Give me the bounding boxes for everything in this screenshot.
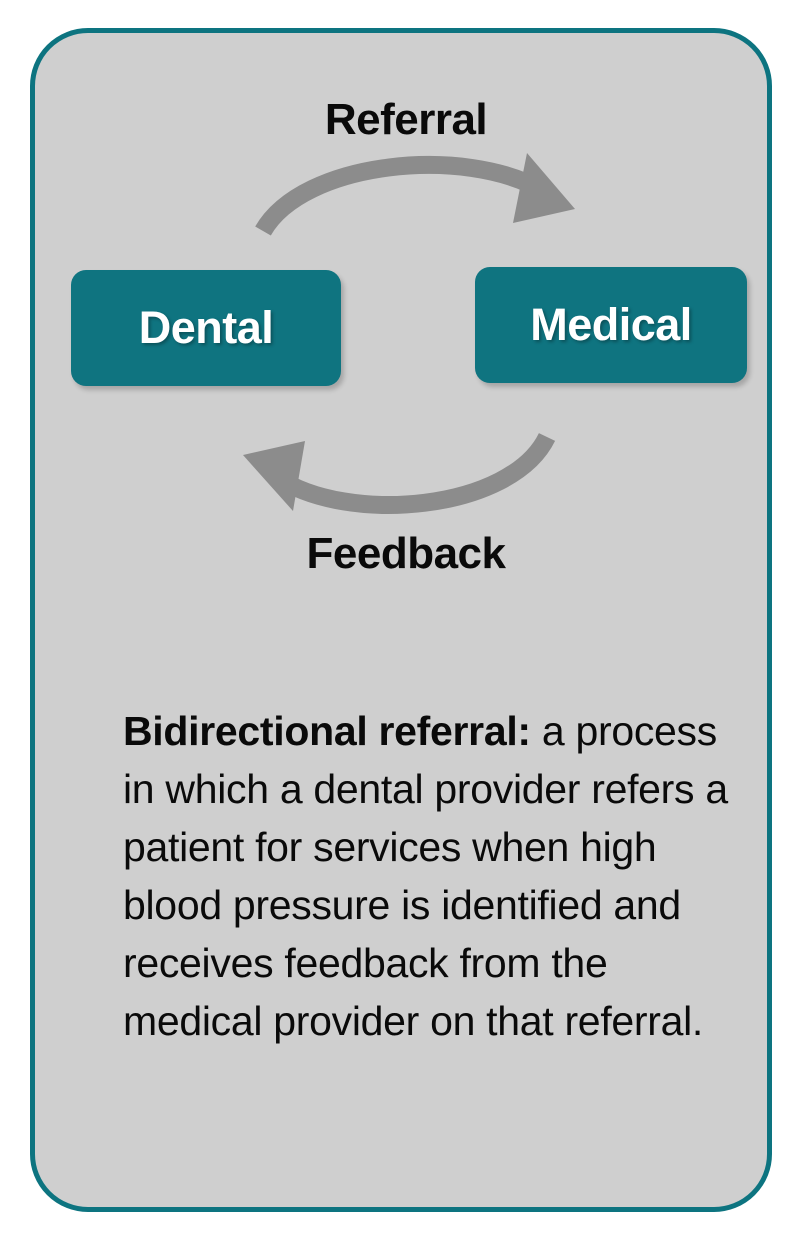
- feedback-label: Feedback: [306, 529, 506, 578]
- node-medical-label: Medical: [530, 299, 692, 350]
- node-medical[interactable]: Medical: [475, 267, 747, 383]
- description-lead: Bidirectional referral:: [123, 708, 531, 754]
- referral-arrow-icon: [255, 153, 575, 236]
- description-body: a process in which a dental provider ref…: [123, 708, 728, 1044]
- bidirectional-referral-cycle: Referral Dental Medical: [35, 33, 777, 613]
- referral-label: Referral: [324, 95, 488, 144]
- description-paragraph: Bidirectional referral: a process in whi…: [123, 702, 733, 1050]
- feedback-arrow-icon: [243, 432, 556, 514]
- node-dental[interactable]: Dental: [71, 270, 341, 386]
- diagram-card: Referral Dental Medical: [30, 28, 772, 1212]
- node-dental-label: Dental: [138, 302, 274, 353]
